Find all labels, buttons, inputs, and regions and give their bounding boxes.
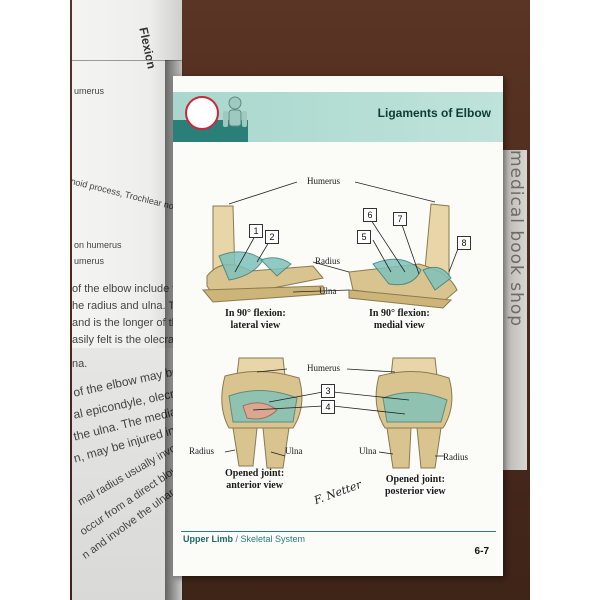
anterior-view-illustration [221, 357, 303, 469]
elbow-illustrations [201, 181, 460, 469]
left-page-line: na. [72, 358, 88, 370]
label-ulna-top: Ulna [319, 286, 337, 296]
page-title: Ligaments of Elbow [377, 106, 491, 120]
shelf-text: medical book shop [506, 150, 526, 328]
callout-number: 6 [363, 208, 377, 222]
left-page-line: umerus [74, 86, 105, 96]
footer-section-name: Upper Limb [183, 534, 234, 544]
label-radius-left: Radius [189, 446, 215, 456]
footer-rule [181, 531, 496, 532]
left-page-title: Flexion [136, 26, 159, 71]
caption-anterior-view: Opened joint: anterior view [225, 468, 285, 491]
callout-number: 4 [321, 400, 335, 414]
label-radius-top: Radius [315, 256, 341, 266]
left-page-line: on humerus [74, 240, 122, 250]
footer-subsection-name: Skeletal System [240, 534, 306, 544]
page-header: Ligaments of Elbow [173, 92, 503, 142]
left-page-line: of the elbow include the humeroulnar [72, 283, 182, 295]
left-page-shaded-box [72, 348, 182, 600]
chapter-circle-icon [185, 96, 219, 130]
leader-lines [224, 181, 460, 457]
label-ulna-left: Ulna [285, 446, 303, 456]
background-shelf [503, 150, 527, 470]
skeleton-thumbnail-icon [223, 96, 247, 127]
callout-number: 5 [357, 230, 371, 244]
caption-medial-view: In 90° flexion: medial view [369, 308, 430, 331]
callout-number: 1 [249, 224, 263, 238]
right-page: Ligaments of Elbow [173, 76, 503, 576]
caption-lateral-view: In 90° flexion: lateral view [225, 308, 286, 331]
left-page-line: asily felt is the olecranon, located [72, 334, 182, 346]
left-page-line: umerus [74, 256, 105, 266]
left-page: Flexion umerus noid process, Trochlear n… [72, 0, 182, 600]
footer-section: Upper Limb / Skeletal System [183, 534, 306, 544]
lateral-view-illustration [201, 205, 326, 303]
caption-posterior-view: Opened joint: posterior view [385, 474, 446, 497]
callout-number: 3 [321, 384, 335, 398]
left-page-line: and is the longer of the 2 bones. The [72, 317, 182, 329]
label-radius-right: Radius [443, 452, 469, 462]
left-page-rule [72, 60, 182, 61]
callout-number: 7 [393, 212, 407, 226]
label-humerus-bottom: Humerus [307, 363, 340, 373]
page-number: 6-7 [474, 546, 489, 557]
label-ulna-right: Ulna [359, 446, 377, 456]
label-humerus-top: Humerus [307, 176, 340, 186]
posterior-view-illustration [375, 357, 453, 469]
callout-number: 2 [265, 230, 279, 244]
medial-view-illustration [348, 203, 458, 309]
left-page-line: he radius and ulna. The ulna lies more [72, 300, 182, 312]
callout-number: 8 [457, 236, 471, 250]
